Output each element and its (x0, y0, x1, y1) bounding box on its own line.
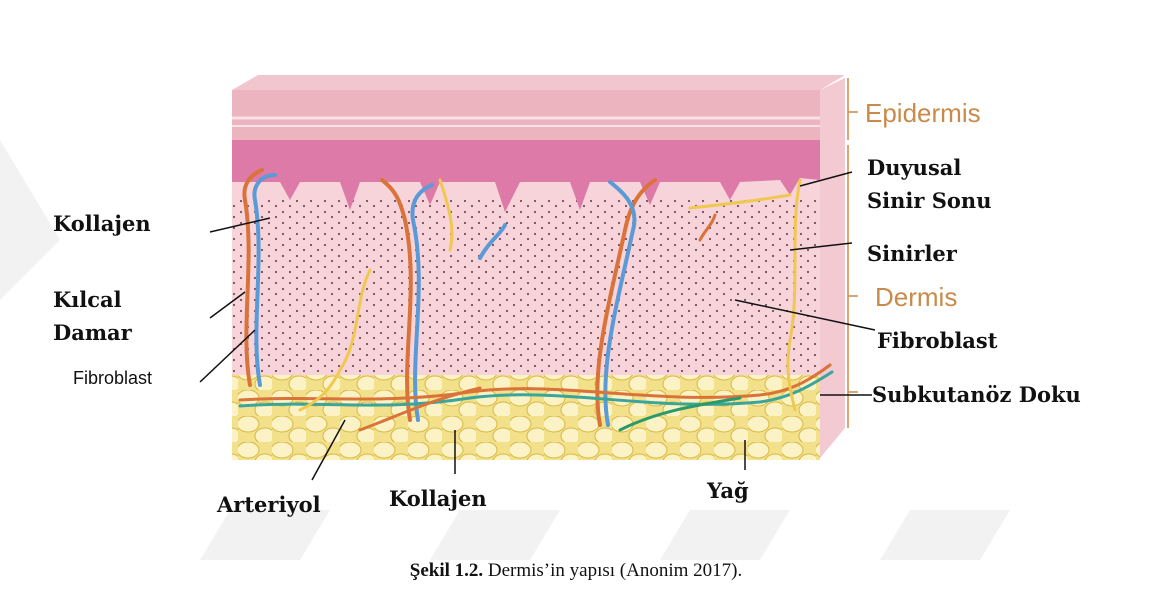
label-kilcal: Kılcal (53, 289, 122, 310)
label-arteriyol: Arteriyol (217, 494, 321, 515)
label-fibroblast-right: Fibroblast (877, 330, 997, 351)
layer-brackets (848, 78, 858, 428)
epidermis-layer (232, 90, 820, 140)
label-duyusal: Duyusal (867, 157, 961, 178)
caption-number: Şekil 1.2. (410, 560, 483, 581)
label-kollajen-bottom: Kollajen (389, 488, 487, 509)
label-sinir-sonu: Sinir Sonu (867, 190, 991, 211)
label-subkutanoz: Subkutanöz Doku (872, 384, 1081, 405)
label-kollajen-left: Kollajen (53, 213, 151, 234)
label-epidermis: Epidermis (865, 100, 981, 126)
label-damar: Damar (53, 322, 132, 343)
label-fibroblast-left: Fibroblast (73, 369, 152, 387)
top-face (232, 75, 845, 90)
caption-text: Dermis’in yapısı (Anonim 2017). (483, 560, 742, 581)
fibroblast-dots (232, 200, 820, 380)
label-yag: Yağ (707, 480, 749, 501)
figure-caption: Şekil 1.2. Dermis’in yapısı (Anonim 2017… (0, 560, 1152, 582)
side-face (820, 78, 845, 458)
label-sinirler: Sinirler (867, 243, 957, 264)
label-dermis: Dermis (875, 284, 957, 310)
